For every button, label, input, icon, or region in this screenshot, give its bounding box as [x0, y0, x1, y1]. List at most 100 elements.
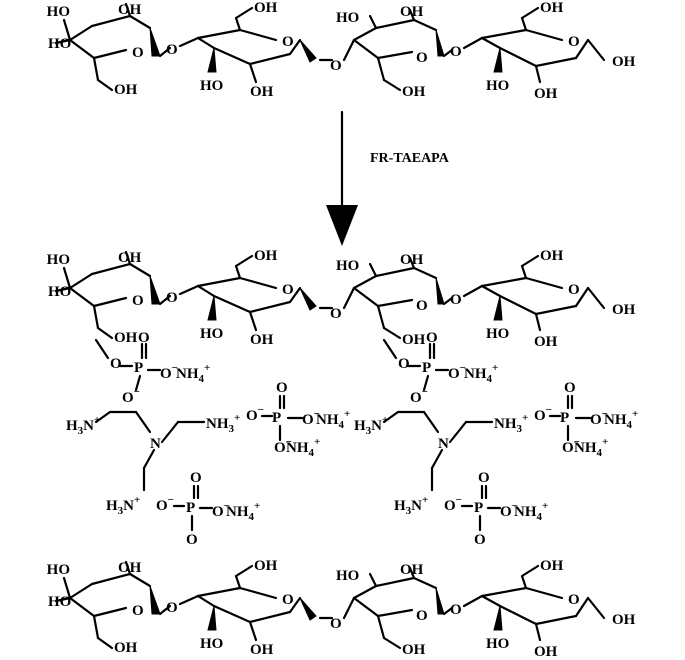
product-lower-oh: OH: [402, 642, 426, 658]
product-upper-glyc-o: O: [166, 290, 178, 306]
reactant-oh: OH: [254, 0, 278, 16]
product-lower-bond: [376, 608, 414, 618]
linker-left-p2-o: O: [190, 470, 202, 486]
product-upper-bond: [586, 286, 606, 310]
product-upper-oh: OH: [400, 252, 424, 268]
product-upper-bond: [96, 326, 114, 340]
reactant-bond: [92, 56, 100, 82]
linker-right-p2-o: O: [478, 470, 490, 486]
product-upper-ho: HO: [336, 258, 359, 274]
product-upper-oh: OH: [114, 330, 138, 346]
product-lower-glyc-o: O: [330, 616, 342, 632]
product-upper-bond: [68, 286, 96, 308]
linker-left-nh4-4: NH4+: [286, 436, 320, 459]
product-lower-ring-o: O: [416, 608, 428, 624]
reactant-bond: [128, 14, 152, 30]
reactant-bond: [408, 8, 416, 22]
reaction-arrow: [326, 110, 358, 246]
product-upper-ho: HO: [47, 252, 70, 268]
product-lower-ho: HO: [486, 636, 509, 652]
product-upper-oh: OH: [250, 332, 274, 348]
reactant-oh: OH: [402, 84, 426, 100]
linker-left-o-minus: O−: [160, 362, 178, 382]
product-upper-wedge: [207, 295, 217, 321]
product-lower-bond: [352, 584, 378, 600]
product-upper-bond: [408, 256, 416, 270]
reactant-bond: [352, 38, 380, 60]
linker-right-link-o: O: [474, 532, 486, 548]
linker-left-o-minus-4: O−: [246, 404, 264, 424]
linker-left-o-minus: O−: [122, 386, 140, 406]
linker-left-h3n: H3N+: [66, 414, 100, 437]
product-lower-oh: OH: [118, 560, 142, 576]
product-upper-oh: OH: [402, 332, 426, 348]
linker-left-p-o: O: [138, 330, 150, 346]
product-upper-ho: HO: [486, 326, 509, 342]
product-lower-glyc-o: O: [166, 600, 178, 616]
reactant-wedge: [149, 27, 161, 57]
product-lower-bond: [534, 614, 578, 626]
linker-right-nh4-4: NH4+: [574, 436, 608, 459]
linker-left-p: P: [134, 360, 143, 376]
reactant-wedge: [435, 29, 445, 57]
product-lower-wedge: [493, 605, 503, 631]
reactant-bond: [368, 14, 378, 30]
reactant-oh: OH: [118, 2, 142, 18]
product-upper-bond: [92, 304, 100, 330]
product-lower-ho: HO: [336, 568, 359, 584]
product-upper-wedge: [299, 287, 317, 311]
product-upper-oh: OH: [540, 248, 564, 264]
product-upper-ring-o: O: [282, 282, 294, 298]
product-lower-ring-o: O: [282, 592, 294, 608]
product-lower-bond: [196, 586, 242, 598]
reactant-bond: [342, 38, 356, 62]
product-lower-oh: OH: [250, 642, 274, 658]
reactant-wedge: [299, 39, 317, 63]
arrow-head: [326, 205, 358, 246]
product-lower-bond: [442, 606, 454, 616]
product-upper-bond: [382, 326, 402, 340]
reactant-bond: [586, 38, 606, 62]
product-lower-bond: [234, 564, 254, 578]
reactant-ring-o: O: [132, 45, 144, 61]
product-upper-bond: [534, 304, 578, 316]
reactant-bond: [374, 18, 416, 30]
reactant-wedge: [493, 47, 503, 73]
linker-right-ester-o: O: [398, 356, 410, 372]
linker-right-bond: [448, 420, 468, 444]
reactant-bond: [412, 18, 438, 32]
product-upper-oh: OH: [534, 334, 558, 350]
product-upper-bond: [248, 300, 292, 314]
reactant-oh: OH: [540, 0, 564, 16]
reactant-bond: [442, 48, 454, 58]
reactant-bond: [376, 50, 414, 60]
product-lower-ho: HO: [47, 562, 70, 578]
reactant-bond: [62, 18, 72, 42]
reactant-ring-o: O: [568, 34, 580, 50]
product-upper-bond: [158, 294, 172, 306]
product-lower-ho: HO: [200, 636, 223, 652]
linker-right-o-minus-4: O−: [534, 404, 552, 424]
product-lower-bond: [374, 576, 416, 588]
linker-left-bond: [134, 410, 152, 434]
product-upper-oh: OH: [118, 250, 142, 266]
linker-left-ester-o: O: [110, 356, 122, 372]
linker-right-n: N: [438, 436, 449, 452]
reactant-bond: [196, 28, 242, 40]
reactant-bond: [234, 6, 254, 20]
product-lower-bond: [92, 606, 128, 618]
product-lower-bond: [352, 596, 380, 618]
product-upper-bond: [534, 312, 542, 332]
product-upper-bond: [342, 286, 356, 310]
product-lower-bond: [92, 614, 100, 640]
reactant-bond: [196, 36, 216, 50]
product-lower-bond: [96, 636, 114, 650]
product-upper-glyc-o: O: [450, 292, 462, 308]
product-upper-bond: [238, 276, 278, 290]
linker-left-nh4: NH4+: [176, 362, 210, 385]
reactant-wedge: [207, 47, 217, 73]
linker-right-o-minus-5: O−: [590, 408, 608, 428]
linker-right-o-minus: O−: [410, 386, 428, 406]
